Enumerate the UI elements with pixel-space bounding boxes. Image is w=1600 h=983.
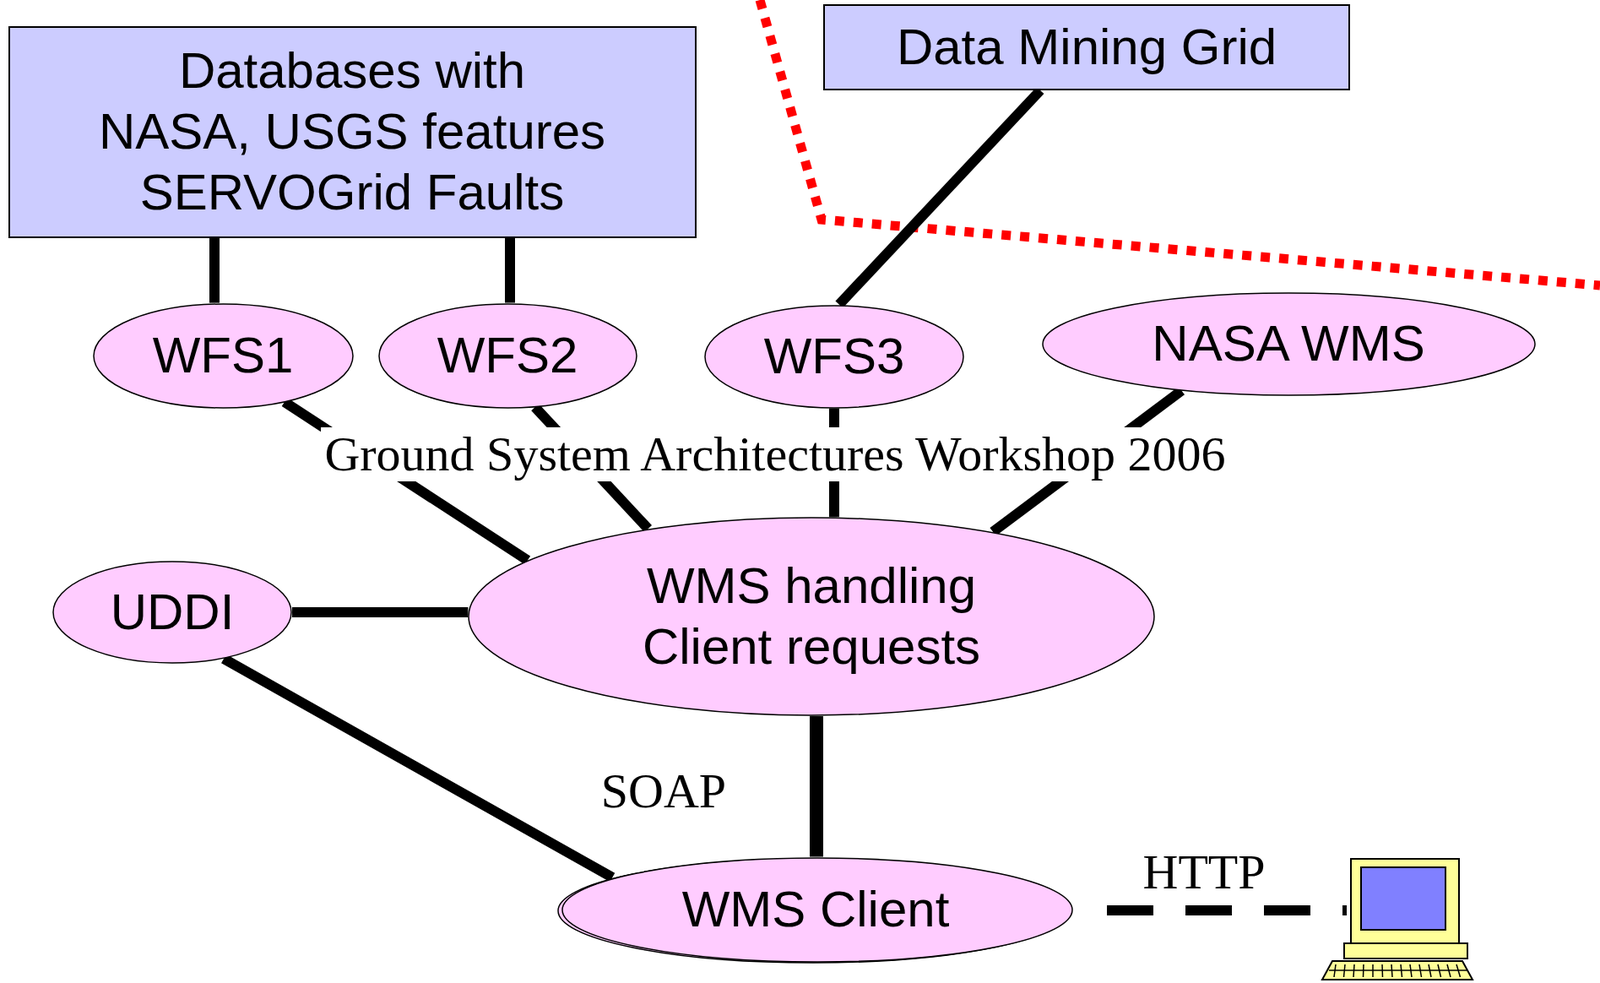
database-box: Databases with NASA, USGS features SERVO… (8, 26, 697, 239)
text-group: WMS Client (682, 878, 950, 940)
service-ellipse: NASA WMS (1038, 290, 1540, 398)
client-ellipse: WMS Client (556, 855, 1075, 965)
text-group: WMS handling Client requests (642, 555, 981, 678)
http-dashed-line (1106, 905, 1347, 916)
service-ellipse: WFS3 (700, 303, 968, 411)
text-group: Data Mining Grid (896, 16, 1277, 78)
service-ellipse: WFS1 (89, 301, 358, 411)
edge-label: SOAP (597, 764, 730, 819)
connector-line (504, 238, 516, 304)
text-group: NASA WMS (1151, 313, 1425, 375)
node-label: WFS3 (764, 325, 906, 387)
connector-line (839, 90, 1041, 305)
text-group: Databases with NASA, USGS features SERVO… (98, 40, 606, 223)
ellipse-outline (464, 515, 1159, 718)
text-group: UDDI (110, 581, 235, 643)
watermark: Ground System Architectures Workshop 200… (320, 427, 1229, 482)
connector-line (809, 715, 824, 857)
text-group: WFS1 (152, 325, 294, 386)
connector-line (292, 607, 468, 618)
node-label: WMS Client (682, 878, 950, 940)
computer-icon (1322, 858, 1473, 980)
registry-ellipse: UDDI (48, 558, 296, 666)
node-label: WFS2 (437, 325, 579, 386)
text-group: WFS2 (437, 325, 579, 386)
node-label: WFS1 (152, 325, 294, 386)
node-label: Databases with NASA, USGS features SERVO… (98, 40, 606, 223)
grid-box: Data Mining Grid (823, 4, 1351, 91)
node-label: UDDI (110, 581, 235, 643)
service-ellipse: WFS2 (374, 301, 641, 411)
protocol-label: HTTP (1139, 845, 1270, 900)
connector-line (209, 238, 220, 304)
node-label: NASA WMS (1151, 313, 1425, 375)
boundary-dotted-line (759, 0, 1600, 286)
connector-line (223, 658, 613, 878)
node-label: WMS handling Client requests (642, 555, 981, 678)
text-group: WFS3 (764, 325, 906, 387)
node-label: Data Mining Grid (896, 16, 1277, 78)
server-ellipse: WMS handling Client requests (464, 515, 1159, 718)
